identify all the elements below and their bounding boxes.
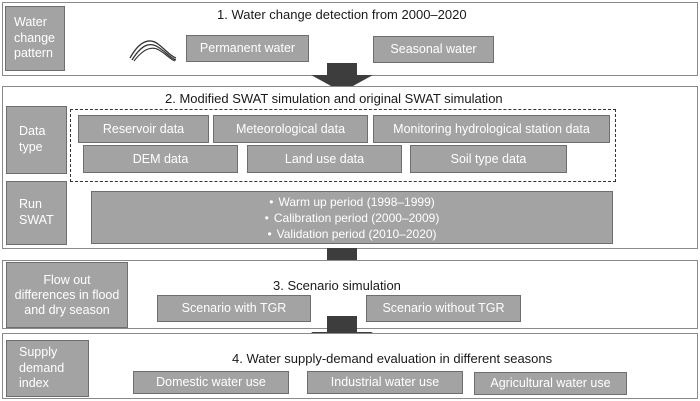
side-line: SWAT — [19, 213, 54, 227]
periods-box: Warm up period (1998–1999) Calibration p… — [91, 191, 613, 244]
industrial-water-use-box: Industrial water use — [307, 371, 463, 394]
data-group-border — [70, 109, 616, 182]
permanent-water-box: Permanent water — [186, 35, 309, 62]
side-line: and dry season — [24, 302, 110, 317]
side-line: Data — [19, 124, 46, 139]
domestic-water-use-box: Domestic water use — [133, 371, 289, 394]
river-icon — [129, 40, 177, 62]
step3-title: 3. Scenario simulation — [273, 278, 401, 293]
side-line: Run — [19, 197, 42, 212]
reservoir-data-box: Reservoir data — [78, 115, 209, 143]
run-swat-label: Run SWAT — [6, 181, 67, 245]
dem-data-box: DEM data — [83, 145, 238, 173]
land-use-data-box: Land use data — [247, 145, 402, 173]
side-line: differences in flood — [14, 287, 120, 302]
side-line: type — [19, 140, 43, 154]
step4-title: 4. Water supply-demand evaluation in dif… — [232, 351, 553, 366]
flow-out-differences-label: Flow out differences in flood and dry se… — [6, 262, 128, 328]
meteorological-data-box: Meteorological data — [213, 115, 368, 143]
side-line: change — [14, 30, 56, 45]
side-line: index — [19, 376, 49, 391]
data-type-label: Data type — [6, 106, 67, 174]
monitoring-station-data-box: Monitoring hydrological station data — [373, 115, 610, 143]
scenario-without-tgr-box: Scenario without TGR — [366, 295, 521, 322]
step1-title: 1. Water change detection from 2000–2020 — [217, 7, 467, 22]
supply-demand-index-label: Supply demand index — [6, 340, 89, 397]
agricultural-water-use-box: Agricultural water use — [474, 372, 627, 395]
water-change-pattern-label: Water change pattern — [5, 6, 65, 71]
calibration-period: Calibration period (2000–2009) — [265, 210, 439, 226]
soil-type-data-box: Soil type data — [410, 145, 567, 173]
side-line: demand — [19, 360, 65, 375]
down-arrow — [311, 63, 373, 92]
validation-period: Validation period (2010–2020) — [265, 226, 440, 242]
seasonal-water-box: Seasonal water — [373, 36, 494, 63]
scenario-with-tgr-box: Scenario with TGR — [157, 295, 311, 322]
side-line: Water — [14, 15, 47, 30]
step2-title: 2. Modified SWAT simulation and original… — [165, 91, 503, 106]
side-line: Flow out — [43, 272, 91, 287]
warm-up-period: Warm up period (1998–1999) — [265, 194, 440, 210]
side-line: pattern — [14, 46, 53, 61]
side-line: Supply — [19, 345, 58, 360]
